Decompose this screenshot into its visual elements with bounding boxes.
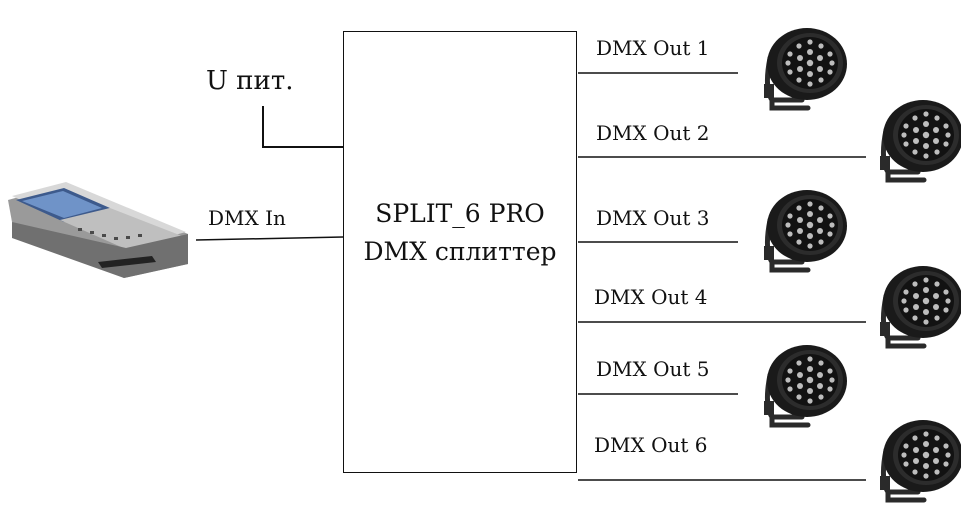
splitter-model-label: SPLIT_6 PRO <box>375 199 545 228</box>
led-par-light-icon-2 <box>880 100 961 180</box>
splitter-box: SPLIT_6 PRO DMX сплиттер <box>343 31 577 473</box>
led-par-light-icon-3 <box>764 190 847 270</box>
power-line <box>262 106 343 148</box>
dmx-out-2-label: DMX Out 2 <box>596 121 710 145</box>
dmx-out-6-label: DMX Out 6 <box>594 433 708 457</box>
dmx-in-label: DMX In <box>208 206 286 230</box>
led-par-light-icon-6 <box>880 420 961 500</box>
lighting-console-icon <box>8 182 188 278</box>
dmx-out-1-label: DMX Out 1 <box>596 36 710 60</box>
power-label: U пит. <box>206 66 294 96</box>
dmx-out-5-label: DMX Out 5 <box>596 357 710 381</box>
dmx-out-4-label: DMX Out 4 <box>594 285 708 309</box>
splitter-type-label: DMX сплиттер <box>363 237 557 266</box>
led-par-light-icon-4 <box>880 266 961 346</box>
dmx-out-3-label: DMX Out 3 <box>596 206 710 230</box>
led-par-light-icon-1 <box>764 28 847 108</box>
dmx-in-line <box>195 236 344 241</box>
led-par-light-icon-5 <box>764 345 847 425</box>
